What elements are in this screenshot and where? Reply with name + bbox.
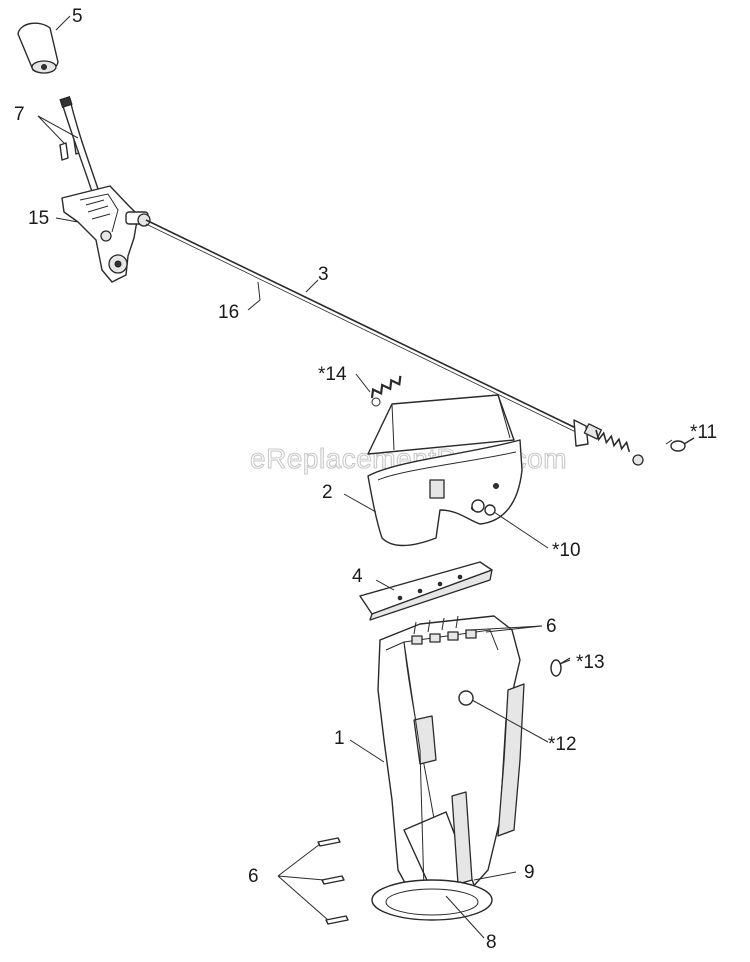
callout-4: 4: [352, 566, 363, 587]
callout-12: *12: [548, 734, 577, 755]
part-15-bracket: [61, 185, 151, 283]
part-1-chute-body: [377, 615, 525, 901]
callout-2: 2: [322, 482, 333, 503]
leader-lines: [37, 15, 673, 939]
callout-6-lower: 6: [248, 866, 259, 887]
callout-7: 7: [14, 104, 25, 125]
cable-end-spring: [573, 419, 644, 466]
callout-14: *14: [318, 364, 347, 385]
callout-6-upper: 6: [546, 616, 557, 637]
callout-8: 8: [486, 932, 497, 953]
part-12-bolt: [458, 690, 474, 706]
part-6-pins: [317, 837, 349, 925]
part-5-knob: [17, 22, 59, 74]
callout-9: 9: [524, 862, 535, 883]
chute-base-ring: [371, 879, 493, 921]
callout-11: *11: [690, 422, 717, 443]
callout-16: 16: [218, 302, 239, 323]
part-11-screw: [670, 437, 695, 452]
part-4-blade: [359, 561, 493, 621]
callout-10: *10: [552, 540, 581, 561]
part-14-spring: [370, 375, 402, 407]
callout-13: *13: [576, 652, 605, 673]
callout-labels: 5 7 15 3 16 *14 *11 2 *10 4 6 *13 *12 1 …: [14, 6, 717, 953]
callout-5: 5: [72, 6, 83, 27]
part-10-bolt: [471, 499, 496, 516]
callout-15: 15: [28, 208, 49, 229]
part-2-deflector: [367, 394, 523, 547]
callout-3: 3: [318, 264, 329, 285]
part-3-cable: [145, 219, 581, 435]
callout-1: 1: [334, 728, 345, 749]
